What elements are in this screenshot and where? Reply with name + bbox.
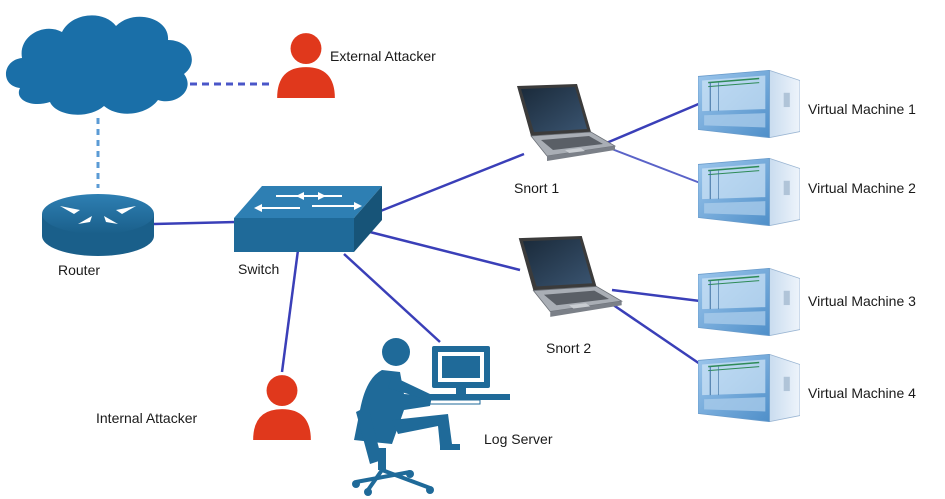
server-icon xyxy=(698,268,800,336)
laptop-icon xyxy=(518,236,623,318)
switch-node xyxy=(234,186,382,252)
vm3-node xyxy=(698,268,800,336)
link-snort2-vm4 xyxy=(605,298,701,366)
user-icon xyxy=(253,375,311,440)
vm1-node xyxy=(698,70,800,138)
link-snort1-vm1 xyxy=(603,98,709,146)
vm4-label: Virtual Machine 4 xyxy=(808,385,916,401)
cloud-icon xyxy=(5,15,192,115)
internal-attacker-node xyxy=(253,375,311,440)
switch-label: Switch xyxy=(238,261,280,277)
vm4-node xyxy=(698,354,800,422)
snort2-label: Snort 2 xyxy=(546,340,592,356)
laptop-icon xyxy=(516,84,616,162)
vm1-label: Virtual Machine 1 xyxy=(808,101,916,117)
vm2-label: Virtual Machine 2 xyxy=(808,180,916,196)
link-switch-snort2 xyxy=(361,228,521,272)
router-node xyxy=(42,194,154,256)
server-icon xyxy=(698,354,800,422)
vm2-node xyxy=(698,158,800,226)
router-label: Router xyxy=(58,262,101,278)
switch-icon xyxy=(234,186,382,252)
server-icon xyxy=(698,158,800,226)
link-router-switch xyxy=(153,220,237,226)
router-icon xyxy=(42,194,154,256)
log-server-node xyxy=(352,338,510,496)
external-attacker-node xyxy=(277,33,335,98)
external-attacker-label: External Attacker xyxy=(330,48,436,64)
snort2-node xyxy=(518,236,623,318)
internal-attacker-label: Internal Attacker xyxy=(96,410,198,426)
server-icon xyxy=(698,70,800,138)
link-snort2-vm3 xyxy=(611,288,709,304)
snort1-node xyxy=(516,84,616,162)
user-icon xyxy=(277,33,335,98)
vm3-label: Virtual Machine 3 xyxy=(808,293,916,309)
link-switch-log-server xyxy=(343,253,441,343)
snort1-label: Snort 1 xyxy=(514,180,560,196)
workstation-icon xyxy=(352,338,510,496)
log-server-label: Log Server xyxy=(484,431,553,447)
link-switch-internal-attacker xyxy=(280,249,300,373)
link-switch-snort1 xyxy=(377,152,525,214)
links xyxy=(96,82,709,373)
link-snort1-vm2 xyxy=(603,145,709,187)
